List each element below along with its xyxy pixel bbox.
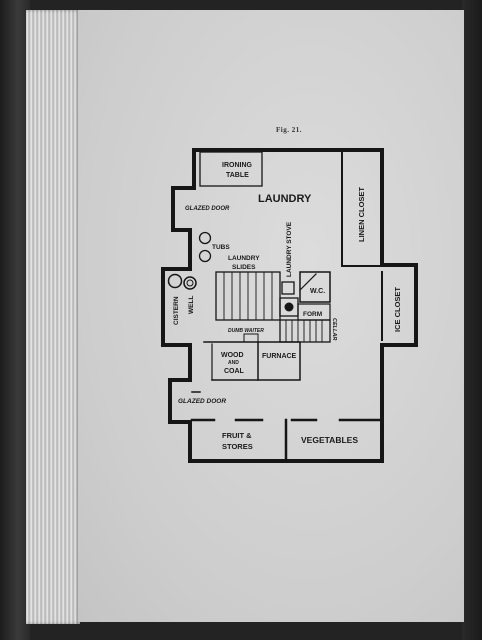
page-edges [26,10,80,624]
fruit-label-2: STORES [222,442,253,451]
wc-label: W.C. [310,288,325,295]
glazed-door-top-label: GLAZED DOOR [185,206,230,212]
cistern-circle [167,273,183,289]
tubs-label: TUBS [212,244,230,251]
wc-room [299,271,331,303]
book-page [78,10,464,622]
glazed-door-bottom-label: GLAZED DOOR [178,398,226,405]
ironing-label-2: TABLE [226,172,249,179]
laundry-stove-label: LAUNDRY STOVE [286,221,293,277]
ironing-label-1: IRONING [222,162,253,169]
dumb-waiter [243,333,259,343]
ironing-table [199,151,263,187]
laundry-slides-label-1: LAUNDRY [228,255,260,262]
linen-closet-label: LINEN CLOSET [357,187,366,242]
well-circle [183,276,197,290]
form-label: FORM [303,311,322,318]
wood-label: WOOD [221,352,244,359]
book-cover-right [462,0,482,640]
well-label: WELL [188,296,195,314]
ice-closet-label: ICE CLOSET [393,287,402,332]
laundry-stove [281,281,295,295]
figure-caption: Fig. 21. [276,126,302,134]
dumb-waiter-label: DUMB WAITER [228,328,264,334]
cistern-label: CISTERN [173,296,180,325]
furnace-label: FURNACE [262,353,297,360]
form-box [297,303,331,321]
cellar-label: CELLAR [331,318,337,340]
coal-label: COAL [224,368,245,375]
outer-wall [161,148,418,463]
laundry-label: LAUNDRY [258,193,312,205]
fruit-label-1: FRUIT & [222,431,252,440]
vegetables-label: VEGETABLES [301,435,358,445]
and-label: AND [228,360,239,366]
tub-2 [198,249,212,263]
linen-closet-wall [341,151,381,267]
tub-1 [198,231,212,245]
stairs-lower [279,319,331,343]
laundry-slides-label-2: SLIDES [232,264,256,271]
book-cover-left [0,0,30,640]
